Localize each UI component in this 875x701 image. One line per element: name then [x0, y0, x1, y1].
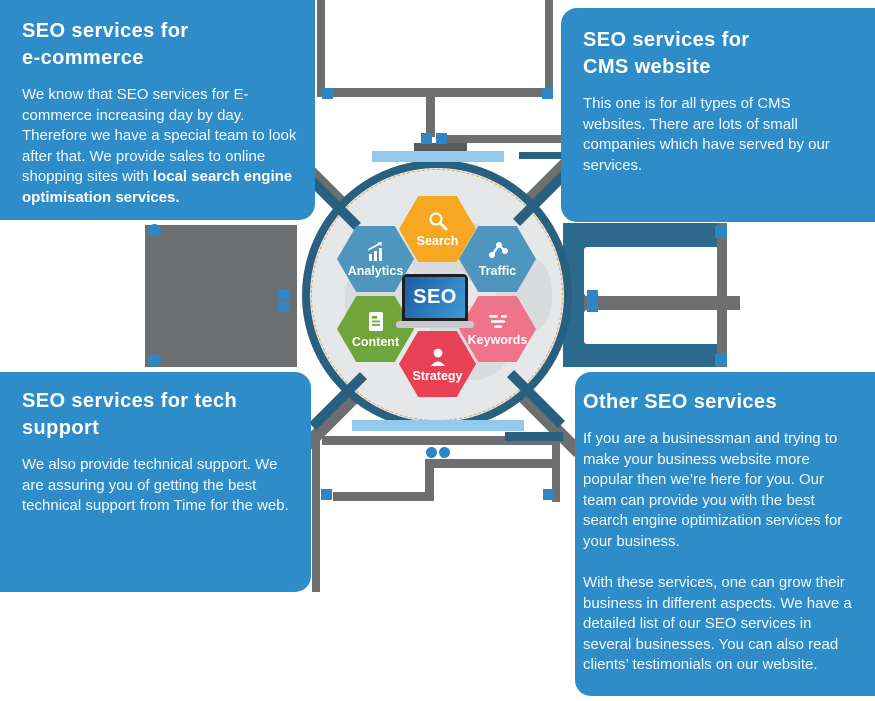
node-square	[321, 489, 332, 500]
node-square	[715, 226, 727, 238]
connector-hline	[333, 492, 426, 501]
card-title: SEO services for CMS website	[583, 29, 750, 78]
chevron-decor	[352, 420, 524, 431]
connector-vline	[312, 436, 320, 592]
node-square	[587, 290, 598, 301]
magnifier-icon	[426, 210, 450, 233]
connector-accent	[505, 432, 563, 441]
hexagon-label: Traffic	[478, 263, 517, 278]
card-title: SEO services for tech support	[22, 390, 238, 439]
laptop: SEO	[396, 274, 474, 328]
card-seo-ecommerce: SEO services for e-commerce We know that…	[0, 0, 315, 220]
laptop-frame: SEO	[402, 274, 468, 321]
card-other-seo-services: Other SEO services If you are a business…	[575, 372, 875, 696]
connector-vline	[717, 223, 727, 367]
card-body: We know that SEO services for E-commerce…	[22, 85, 297, 208]
connector-vline	[426, 96, 435, 137]
keyword-lines-icon	[485, 312, 511, 332]
panel-window	[584, 247, 719, 296]
hexagon-label: Analytics	[347, 263, 404, 278]
hexagon-strategy: Strategy	[399, 331, 476, 397]
hexagon-label: Strategy	[412, 368, 463, 383]
panel-window	[584, 310, 719, 344]
node-square	[587, 301, 598, 312]
card-seo-tech-support: SEO services for tech support We also pr…	[0, 372, 311, 592]
card-title: Other SEO services	[583, 391, 777, 413]
hexagon-label: Keywords	[467, 332, 528, 347]
laptop-base	[396, 321, 474, 328]
chevron-decor	[372, 151, 504, 162]
share-nodes-icon	[486, 241, 510, 263]
connector-cap	[414, 143, 467, 152]
connector-vline	[425, 459, 434, 501]
node-dot	[148, 354, 161, 367]
card-body: We also provide technical support. We ar…	[22, 456, 289, 514]
node-square	[278, 301, 289, 312]
seo-center-label: SEO	[413, 286, 457, 308]
hexagon-label: Content	[351, 334, 400, 349]
card-body: With these services, one can grow their …	[583, 574, 852, 673]
node-square	[436, 133, 447, 144]
person-icon	[427, 346, 449, 368]
connector-hline	[317, 88, 553, 97]
hexagon-analytics: Analytics	[337, 226, 414, 292]
laptop-screen: SEO	[405, 277, 465, 318]
hexagon-label: Search	[416, 234, 459, 248]
card-title: SEO services for e-commerce	[22, 20, 189, 69]
document-icon	[364, 310, 388, 334]
connector-hline	[433, 459, 558, 468]
node-dot	[439, 447, 450, 458]
card-body: This one is for all types of CMS website…	[583, 95, 830, 174]
node-square	[322, 88, 333, 99]
connector-block	[145, 225, 297, 367]
node-dot	[426, 447, 437, 458]
connector-hline	[443, 135, 562, 143]
card-body-bold-text: local search engine optimisation service…	[22, 168, 293, 206]
node-square	[421, 133, 432, 144]
hexagon-content: Content	[337, 296, 414, 362]
connector-hline	[322, 436, 560, 445]
connector-vline	[552, 436, 560, 502]
node-square	[715, 354, 727, 366]
connector-accent	[519, 152, 563, 159]
node-dot	[148, 224, 161, 237]
bar-chart-icon	[364, 241, 388, 263]
connector-vline	[317, 0, 325, 94]
hexagon-search: Search	[399, 196, 476, 262]
connector-hline	[584, 296, 740, 310]
node-square	[278, 289, 289, 300]
card-body: If you are a businessman and trying to m…	[583, 430, 843, 550]
node-square	[543, 489, 554, 500]
card-body-text: We know that SEO services for E-commerce…	[22, 86, 297, 185]
card-seo-cms: SEO services for CMS website This one is…	[561, 8, 875, 222]
node-square	[542, 88, 553, 99]
connector-vline	[545, 0, 553, 94]
